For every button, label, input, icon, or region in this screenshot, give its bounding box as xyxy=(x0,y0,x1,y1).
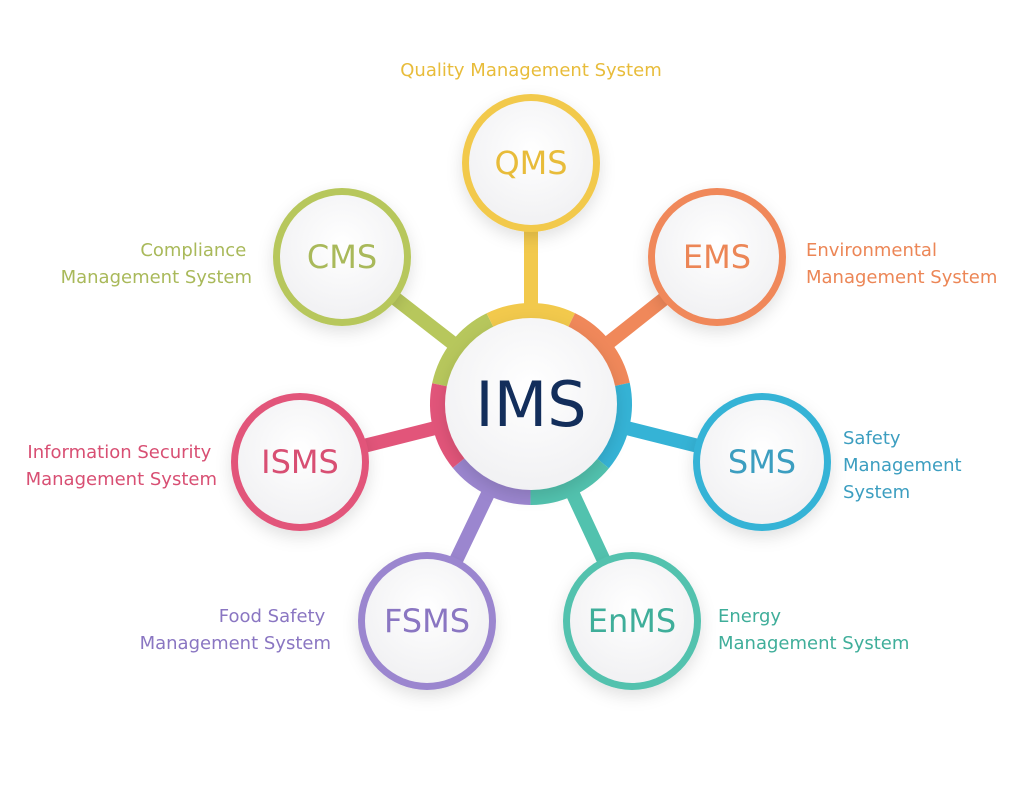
connector-isms xyxy=(358,419,447,453)
node-enms-fill xyxy=(570,559,694,683)
label-cms-line-1: Compliance xyxy=(140,240,246,261)
node-fsms-abbr: FSMS xyxy=(384,602,470,640)
node-isms-fill xyxy=(238,400,362,524)
node-ems-fill xyxy=(655,195,779,319)
label-sms: Safety Management System xyxy=(843,428,967,503)
node-sms-abbr: SMS xyxy=(728,443,796,481)
node-enms[interactable]: EnMS xyxy=(563,552,701,690)
node-cms[interactable]: CMS xyxy=(273,188,411,326)
node-enms-abbr: EnMS xyxy=(588,602,676,640)
node-cms-fill xyxy=(280,195,404,319)
node-fsms[interactable]: FSMS xyxy=(358,552,496,690)
label-isms-line-1: Information Security xyxy=(27,442,211,463)
label-ems-line-2: Management System xyxy=(806,267,997,288)
label-sms-line-3: System xyxy=(843,482,910,503)
node-cms-abbr: CMS xyxy=(307,238,377,276)
label-enms-line-2: Management System xyxy=(718,633,909,654)
label-ems: Environmental Management System xyxy=(806,240,997,288)
node-fsms-fill xyxy=(365,559,489,683)
center-ring-segment-ems xyxy=(567,313,630,387)
node-isms-abbr: ISMS xyxy=(261,443,339,481)
label-qms-line-1: Quality Management System xyxy=(400,60,661,81)
label-cms: Compliance Management System xyxy=(61,240,252,288)
label-isms-line-2: Management System xyxy=(26,469,217,490)
center-ring-segment-sms xyxy=(596,382,632,469)
label-cms-line-2: Management System xyxy=(61,267,252,288)
center-ring-segment-cms xyxy=(432,313,494,387)
connector-fsms xyxy=(449,481,498,567)
label-sms-line-2: Management xyxy=(843,455,962,476)
label-fsms-line-1: Food Safety xyxy=(219,606,326,627)
node-ems[interactable]: EMS xyxy=(648,188,786,326)
connector-sms xyxy=(615,419,704,453)
node-sms[interactable]: SMS xyxy=(693,393,831,531)
node-qms[interactable]: QMS xyxy=(462,94,600,232)
center-circle xyxy=(445,318,617,490)
label-sms-line-1: Safety xyxy=(843,428,901,449)
connector-enms xyxy=(563,482,611,567)
label-fsms-line-2: Management System xyxy=(140,633,331,654)
label-enms-line-1: Energy xyxy=(718,606,781,627)
connector-cms xyxy=(388,291,464,354)
center-ring-segment-qms xyxy=(486,303,576,328)
center-ring-segment-enms xyxy=(530,457,609,505)
node-sms-fill xyxy=(700,400,824,524)
center-node[interactable]: IMS xyxy=(445,318,617,490)
node-qms-abbr: QMS xyxy=(494,144,567,182)
center-ring-segment-fsms xyxy=(452,457,531,505)
label-isms: Information Security Management System xyxy=(26,442,217,490)
label-ems-line-1: Environmental xyxy=(806,240,937,261)
center-ring xyxy=(430,303,632,505)
label-enms: Energy Management System xyxy=(718,606,909,654)
center-label: IMS xyxy=(475,368,586,441)
node-ems-abbr: EMS xyxy=(683,238,751,276)
node-isms[interactable]: ISMS xyxy=(231,393,369,531)
label-fsms: Food Safety Management System xyxy=(140,606,331,654)
connector-ems xyxy=(597,292,671,353)
node-qms-fill xyxy=(469,101,593,225)
label-qms: Quality Management System xyxy=(400,60,661,81)
center-ring-segment-isms xyxy=(430,383,466,468)
